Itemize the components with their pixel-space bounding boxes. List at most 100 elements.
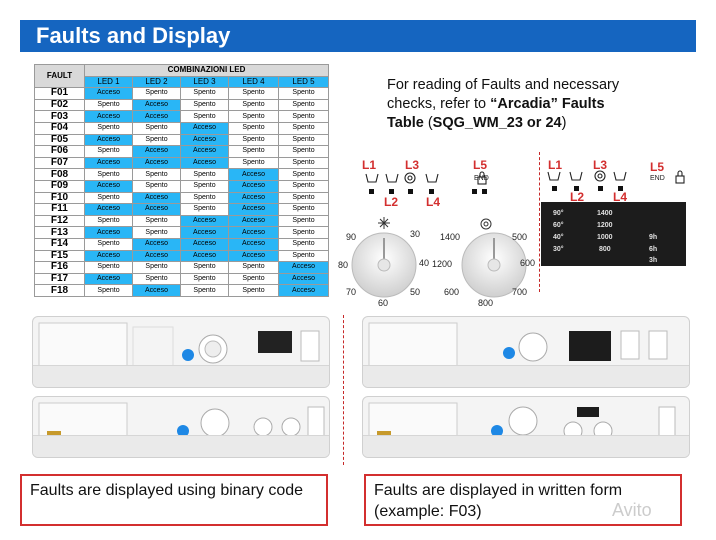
led-state-cell: Spento — [228, 284, 279, 297]
led-state-cell: Spento — [228, 110, 279, 123]
led-icons-left — [365, 171, 487, 194]
title-bar: Faults and Display — [20, 20, 696, 52]
led-state-cell: Spento — [228, 145, 279, 158]
led-state-cell: Acceso — [132, 156, 181, 170]
led-state-cell: Spento — [180, 168, 229, 181]
led-state-cell: Spento — [84, 98, 133, 112]
led-label-r-l3: L3 — [593, 158, 608, 172]
spin-icon — [425, 173, 439, 183]
led-state-cell: Spento — [132, 226, 181, 239]
temp-60: 60 — [378, 298, 389, 308]
divider-top — [539, 152, 540, 292]
spin-500: 500 — [512, 232, 528, 242]
fault-code: F11 — [34, 203, 85, 216]
led-state-cell: Spento — [132, 133, 181, 147]
led-state-cell: Spento — [277, 191, 330, 205]
info-line3-code: SQG_WM_23 or 24 — [432, 115, 562, 131]
led-state-cell: Spento — [277, 249, 330, 263]
led-state-cell: Spento — [132, 121, 181, 135]
wash-icon — [385, 173, 399, 183]
display-temp-60: 60° — [553, 222, 564, 229]
led-state-cell: Spento — [277, 133, 330, 147]
led-state-cell: Spento — [277, 121, 330, 135]
led-state-cell: Acceso — [180, 121, 229, 135]
fault-code: F13 — [34, 226, 85, 239]
led-state-cell: Spento — [180, 203, 229, 216]
fault-code: F18 — [34, 284, 85, 297]
spin-600b: 600 — [444, 287, 460, 297]
led-state-cell: Spento — [84, 191, 133, 205]
end-label: END — [474, 175, 489, 182]
prewash-icon-right — [547, 171, 561, 181]
control-panel-led-1-drawing — [38, 322, 320, 374]
spin-800: 800 — [478, 298, 494, 308]
info-line2-bold: “Arcadia” Faults — [490, 96, 605, 112]
led-state-cell: Spento — [132, 214, 181, 228]
led-header-2: LED 2 — [132, 75, 181, 89]
lock-icon-right — [675, 170, 685, 184]
led-state-cell: Acceso — [84, 87, 133, 100]
digital-display-panel: 90° 60° 40° 30° 1400 1200 1000 800 9h 6h… — [541, 202, 686, 266]
fault-code: F09 — [34, 179, 85, 193]
display-spin-1400: 1400 — [597, 210, 613, 217]
control-panel-digital-2 — [362, 396, 690, 458]
no-spin-icon — [480, 218, 492, 230]
led-state-cell: Spento — [228, 261, 279, 274]
fault-code: F14 — [34, 237, 85, 251]
display-delay-3h: 3h — [649, 257, 658, 264]
led-state-cell: Acceso — [277, 284, 330, 297]
led-state-cell: Spento — [277, 110, 330, 123]
led-state-cell: Spento — [180, 110, 229, 123]
rinse-icon-right — [594, 170, 606, 182]
display-temp-40: 40° — [553, 234, 564, 241]
led-state-cell: Acceso — [180, 226, 229, 239]
info-text: For reading of Faults and necessary chec… — [387, 76, 687, 133]
led-state-cell: Spento — [132, 261, 181, 274]
led-state-cell: Spento — [277, 168, 330, 181]
temp-80: 80 — [338, 260, 349, 270]
display-temp-90: 90° — [553, 210, 564, 217]
led-icons-right — [547, 170, 685, 191]
led-state-cell: Acceso — [228, 191, 279, 205]
led-state-cell: Spento — [180, 87, 229, 100]
temp-90: 90 — [346, 232, 357, 242]
fault-code: F04 — [34, 121, 85, 135]
led-state-cell: Spento — [132, 87, 181, 100]
led-state-cell: Spento — [132, 168, 181, 181]
temperature-dial — [351, 232, 417, 298]
fault-code: F03 — [34, 110, 85, 123]
fault-code: F17 — [34, 272, 85, 286]
fault-code: F16 — [34, 261, 85, 274]
led-state-cell: Spento — [277, 203, 330, 216]
led-label-l2: L2 — [384, 195, 399, 209]
led-state-cell: Acceso — [228, 168, 279, 181]
led-state-cell: Acceso — [132, 191, 181, 205]
info-line2-pre: checks, refer to — [387, 96, 491, 112]
control-panel-digital-1-drawing — [368, 322, 668, 374]
led-state-cell: Spento — [228, 87, 279, 100]
led-state-cell: Acceso — [180, 237, 229, 251]
led-label-l5: L5 — [473, 158, 488, 172]
led-state-cell: Acceso — [132, 98, 181, 112]
led-state-cell: Acceso — [84, 110, 133, 123]
led-state-cell: Spento — [277, 145, 330, 158]
led-state-cell: Acceso — [84, 226, 133, 239]
fault-code: F15 — [34, 249, 85, 263]
led-state-cell: Acceso — [228, 249, 279, 263]
led-state-cell: Spento — [277, 156, 330, 170]
temp-40: 40 — [419, 258, 430, 268]
divider-bottom — [343, 315, 344, 465]
note-binary: Faults are displayed using binary code — [20, 474, 328, 526]
